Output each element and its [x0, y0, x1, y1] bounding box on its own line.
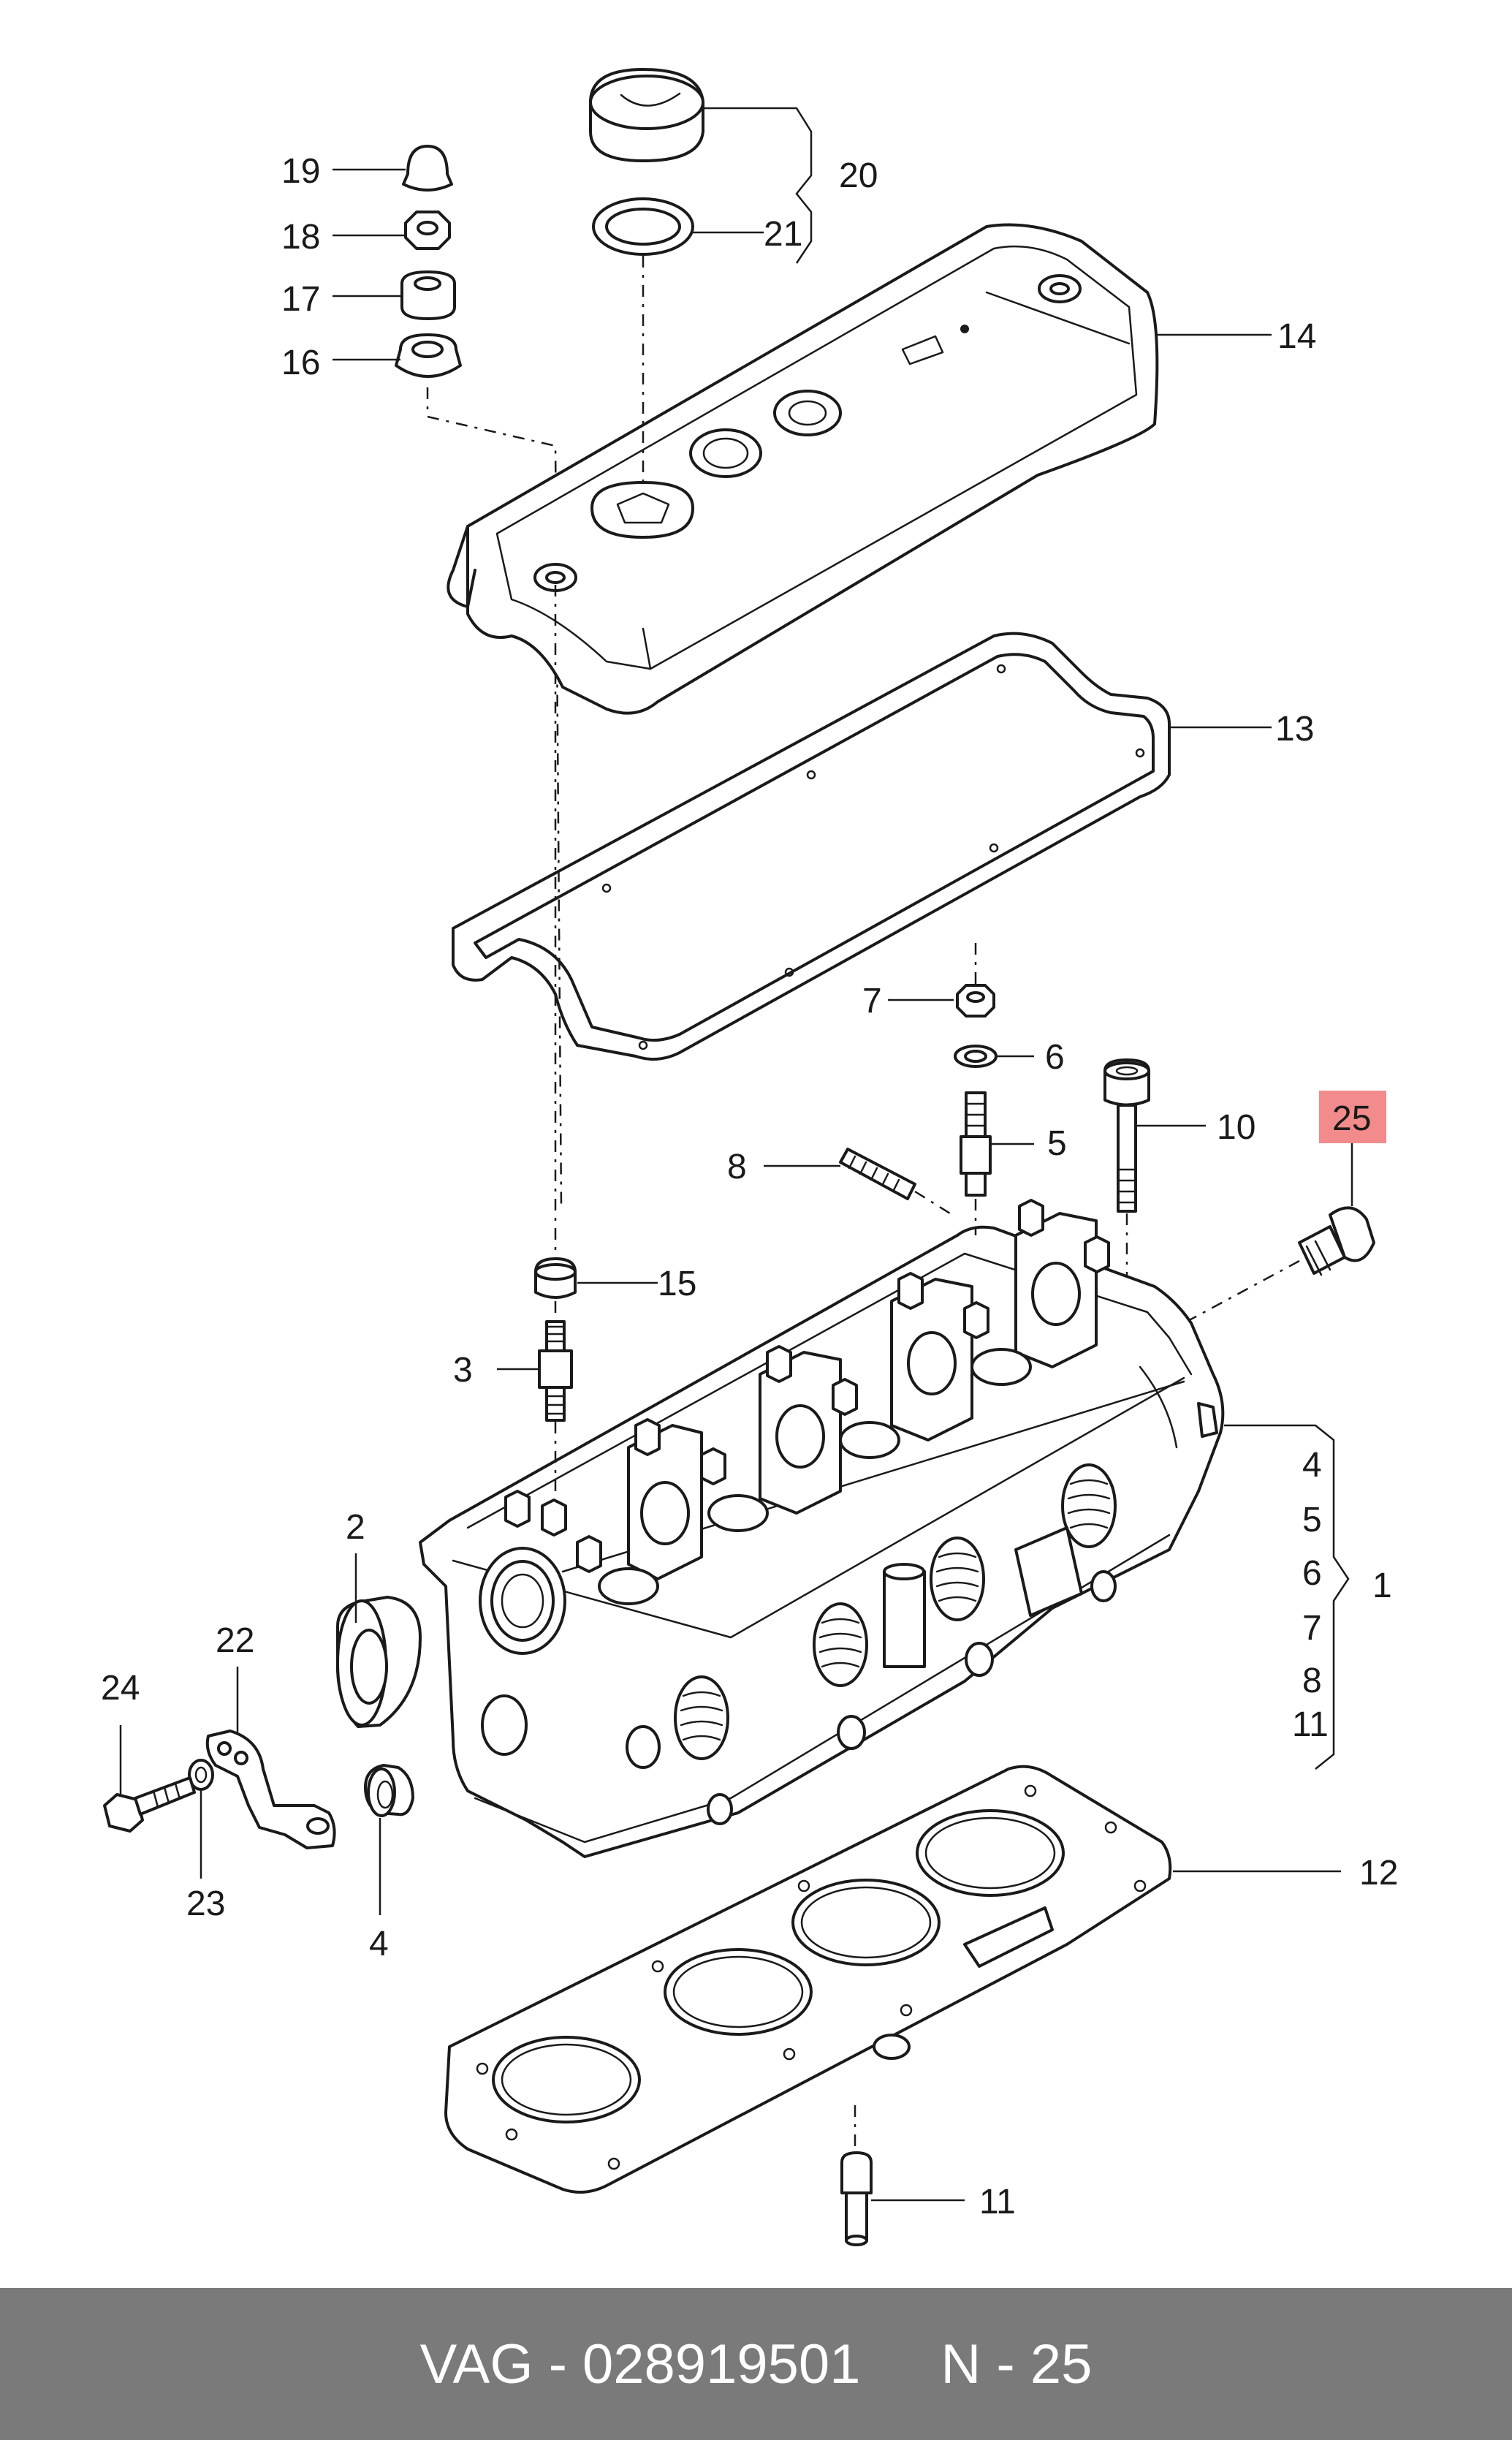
callout-labels: 20 21 19 18 17 16 14 13 15 3 7 6 5 8 10 … [101, 152, 1398, 2221]
leader-lines [119, 107, 1353, 2202]
callout-25: 25 [1332, 1099, 1371, 1138]
cap-nut-19 [402, 145, 453, 192]
head-gasket [444, 1765, 1172, 2194]
callout-17: 17 [281, 280, 320, 319]
callout-8: 8 [727, 1148, 747, 1186]
callout-21: 21 [764, 215, 802, 254]
cap-seal-ring [592, 197, 694, 256]
washer-6 [954, 1045, 998, 1068]
footer-bar: VAG - 028919501 N - 25 [0, 2288, 1512, 2440]
callout-15: 15 [658, 1265, 696, 1303]
stud-8 [839, 1148, 916, 1200]
callout-19: 19 [281, 152, 320, 191]
stud-3 [538, 1320, 573, 1422]
cylinder-head [419, 1199, 1225, 1858]
footer-part-number: VAG - 028919501 [419, 2333, 861, 2395]
callout-23: 23 [186, 1884, 225, 1923]
cover-gasket [452, 632, 1171, 1061]
stud-5 [960, 1091, 992, 1197]
callout-14: 14 [1277, 317, 1316, 356]
callout-16: 16 [281, 344, 320, 382]
callout-13: 13 [1275, 710, 1314, 749]
callout-5-group: 5 [1302, 1501, 1322, 1539]
nut-18 [404, 211, 451, 250]
callout-3: 3 [453, 1351, 473, 1390]
cylinder-head-cover [447, 223, 1159, 715]
callout-6-group: 6 [1302, 1554, 1322, 1593]
callout-6: 6 [1045, 1038, 1065, 1077]
grommet-16 [395, 333, 462, 378]
footer-position: N - 25 [941, 2333, 1093, 2395]
callout-2: 2 [346, 1508, 365, 1547]
highlight-box [1319, 1091, 1386, 1143]
seal-4 [364, 1764, 414, 1817]
exploded-view-diagram: 20 21 19 18 17 16 14 13 15 3 7 6 5 8 10 … [101, 68, 1398, 2246]
callout-8-group: 8 [1302, 1662, 1322, 1700]
bolt-24 [103, 1776, 196, 1833]
sensor-25 [1298, 1206, 1375, 1276]
callout-4-group: 4 [1302, 1446, 1322, 1485]
callout-24: 24 [101, 1669, 140, 1708]
callout-1: 1 [1372, 1566, 1392, 1605]
callout-10: 10 [1217, 1108, 1255, 1147]
callout-12: 12 [1359, 1854, 1398, 1892]
callout-18: 18 [281, 218, 320, 257]
callout-11-group: 11 [1292, 1705, 1329, 1744]
camshaft-seal-2 [335, 1596, 422, 1728]
cap-nut-15 [534, 1257, 577, 1299]
axis-line-8 [914, 1190, 951, 1215]
spacer-17 [400, 270, 456, 320]
bracket-22 [205, 1729, 336, 1849]
bolt-11 [840, 2151, 873, 2246]
callout-20: 20 [839, 156, 878, 195]
callout-5: 5 [1047, 1124, 1067, 1163]
axis-line-25 [1183, 1259, 1300, 1325]
axis-line-16 [426, 387, 563, 1207]
bolt-10 [1103, 1058, 1150, 1213]
callout-11: 11 [979, 2183, 1016, 2221]
oil-filler-cap [589, 68, 704, 162]
callout-4: 4 [369, 1925, 389, 1963]
callout-22: 22 [216, 1621, 254, 1660]
callout-7: 7 [862, 982, 882, 1020]
nut-7 [956, 984, 995, 1018]
callout-7-group: 7 [1302, 1609, 1322, 1648]
